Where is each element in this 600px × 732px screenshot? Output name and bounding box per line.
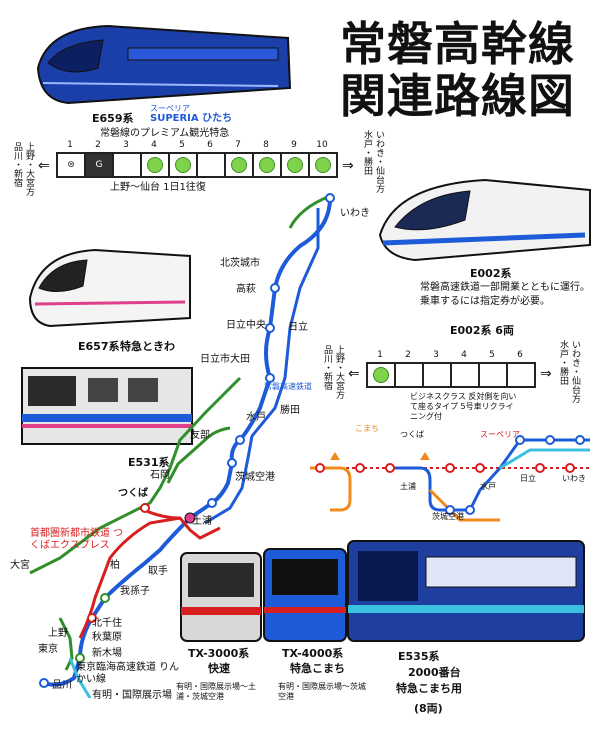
green-car-icon [175,157,191,173]
map-label-kashiwa: 柏 [110,560,120,571]
formation-e002-right-dest2: いわき・仙台方 [570,340,580,403]
schematic-mito: 水戸 [480,482,496,491]
green-car-icon [147,157,163,173]
seat-icon: ⊜ [67,160,75,170]
e657-train-illustration [28,248,191,328]
green-car-icon [259,157,275,173]
e535-service: 特急こまち用 [396,682,462,695]
arrow-left-icon: ⇐ [348,366,360,382]
formation-e002-cars [366,362,536,388]
schematic-komachi: こまち [355,424,379,433]
e659-description: 常磐線のプレミアム観光特急 [100,128,230,139]
formation-e002-note: ビジネスクラス 反対側を向いて座るタイプ 5号車リクライニング付 [410,392,517,421]
map-label-kitaibaraki: 北茨城市 [220,258,260,269]
map-label-omiya: 大宮 [10,560,30,571]
map-label-akihabara: 秋葉原 [92,632,122,643]
formation-e659-caption: 上野〜仙台 1日1往復 [110,182,206,193]
e657-series-label: E657系 [78,340,120,353]
green-car-icon [315,157,331,173]
tx3000-service: 快速 [208,662,230,675]
page-title-line1: 常磐高幹線 [340,17,575,71]
map-label-tokyo: 東京 [38,644,58,655]
arrow-left-icon: ⇐ [38,158,50,174]
map-label-katsuta: 勝田 [280,405,300,416]
map-label-kitasenju: 北千住 [92,618,122,629]
map-label-joban-hs: 常磐高速鉄道 [264,382,312,391]
tx3000-series: TX-3000系 [188,647,250,660]
arrow-right-icon: ⇒ [342,158,354,174]
formation-e002-left-dest: 品川・新宿 [322,345,332,390]
e535-cars: (8両) [414,702,443,715]
e002-train-illustration [378,178,591,262]
map-label-hitachitaga: 日立市大田 [200,354,250,365]
schematic-ibaraki: 茨城空港 [432,512,464,521]
schematic-tsukuba: つくば [400,430,424,439]
map-label-tsuchiura: 土浦 [192,516,212,527]
schematic-superia: スーペリア [480,430,520,439]
tx4000-route: 有明・国際展示場〜茨城空港 [278,682,366,701]
map-label-shinkiba: 新木場 [92,648,122,659]
formation-e002-right-dest: 水戸・勝田 [558,340,568,385]
map-label-rinkai: 東京臨海高速鉄道 りんかい線 [76,662,180,685]
tx4000-service: 特急こまち [290,662,345,675]
map-label-hitachi: 日立 [288,322,308,333]
page-title-line2: 関連路線図 [340,69,575,123]
schematic-tsuchiura: 土浦 [400,482,416,491]
e531-train-illustration [21,367,193,445]
map-label-tx: 首都圏新都市鉄道 つくばエクスプレス [30,528,124,551]
bottom-trains-illustration [180,540,585,642]
map-label-takahagi: 高萩 [236,284,256,295]
e659-train-illustration [36,24,292,105]
e659-name: SUPERIA ひたち [150,113,233,124]
e659-kana: スーペリア [150,104,190,113]
arrow-right-icon: ⇒ [540,366,552,382]
formation-e659-right-dest2: いわき・仙台方 [374,130,384,193]
map-label-tsukuba: つくば [118,488,148,499]
tx3000-route: 有明・国際展示場〜土浦・茨城空港 [176,682,256,701]
e535-series: E535系 [398,650,440,663]
formation-e659-left-dest2: 上野・大宮方 [24,142,34,196]
map-label-shinagawa: 品川 [52,680,72,691]
e002-cars-label: E002系 6両 [450,324,514,337]
map-label-ueno: 上野 [48,628,68,639]
schematic-route-diagram [310,435,590,522]
map-label-ariake: 有明・国際展示場 [92,690,172,701]
schematic-hitachi: 日立 [520,474,536,483]
e002-note-1: 常磐高速鉄道一部開業とともに運行。 [420,282,590,293]
e002-series-label: E002系 [470,267,512,280]
formation-e659-cars: ⊜ G [56,152,338,178]
e535-number: 2000番台 [408,666,461,679]
e657-name: 特急ときわ [120,340,175,353]
map-label-ishioka: 石岡 [150,470,170,481]
formation-e659-right-dest: 水戸・勝田 [362,130,372,175]
route-map [29,193,335,698]
map-label-hitachichuo: 日立中央 [226,320,266,331]
map-label-mito: 水戸 [246,412,266,423]
map-label-iwaki: いわき [340,208,370,219]
schematic-iwaki: いわき [562,474,586,483]
formation-e002-left-dest2: 上野・大宮方 [334,345,344,399]
map-label-toride: 取手 [148,566,168,577]
green-car-icon [373,367,389,383]
green-car-icon [287,157,303,173]
e002-note-2: 乗車するには指定券が必要。 [420,296,550,307]
e531-series-label: E531系 [128,456,170,469]
map-label-tomobe: 友部 [190,430,210,441]
formation-e659-left-dest: 品川・新宿 [12,142,22,187]
green-car-icon [231,157,247,173]
tx4000-series: TX-4000系 [282,647,344,660]
map-label-ibarakikuko: 茨城空港 [235,472,275,483]
map-label-abiko: 我孫子 [120,586,150,597]
e659-series-label: E659系 [92,112,134,125]
